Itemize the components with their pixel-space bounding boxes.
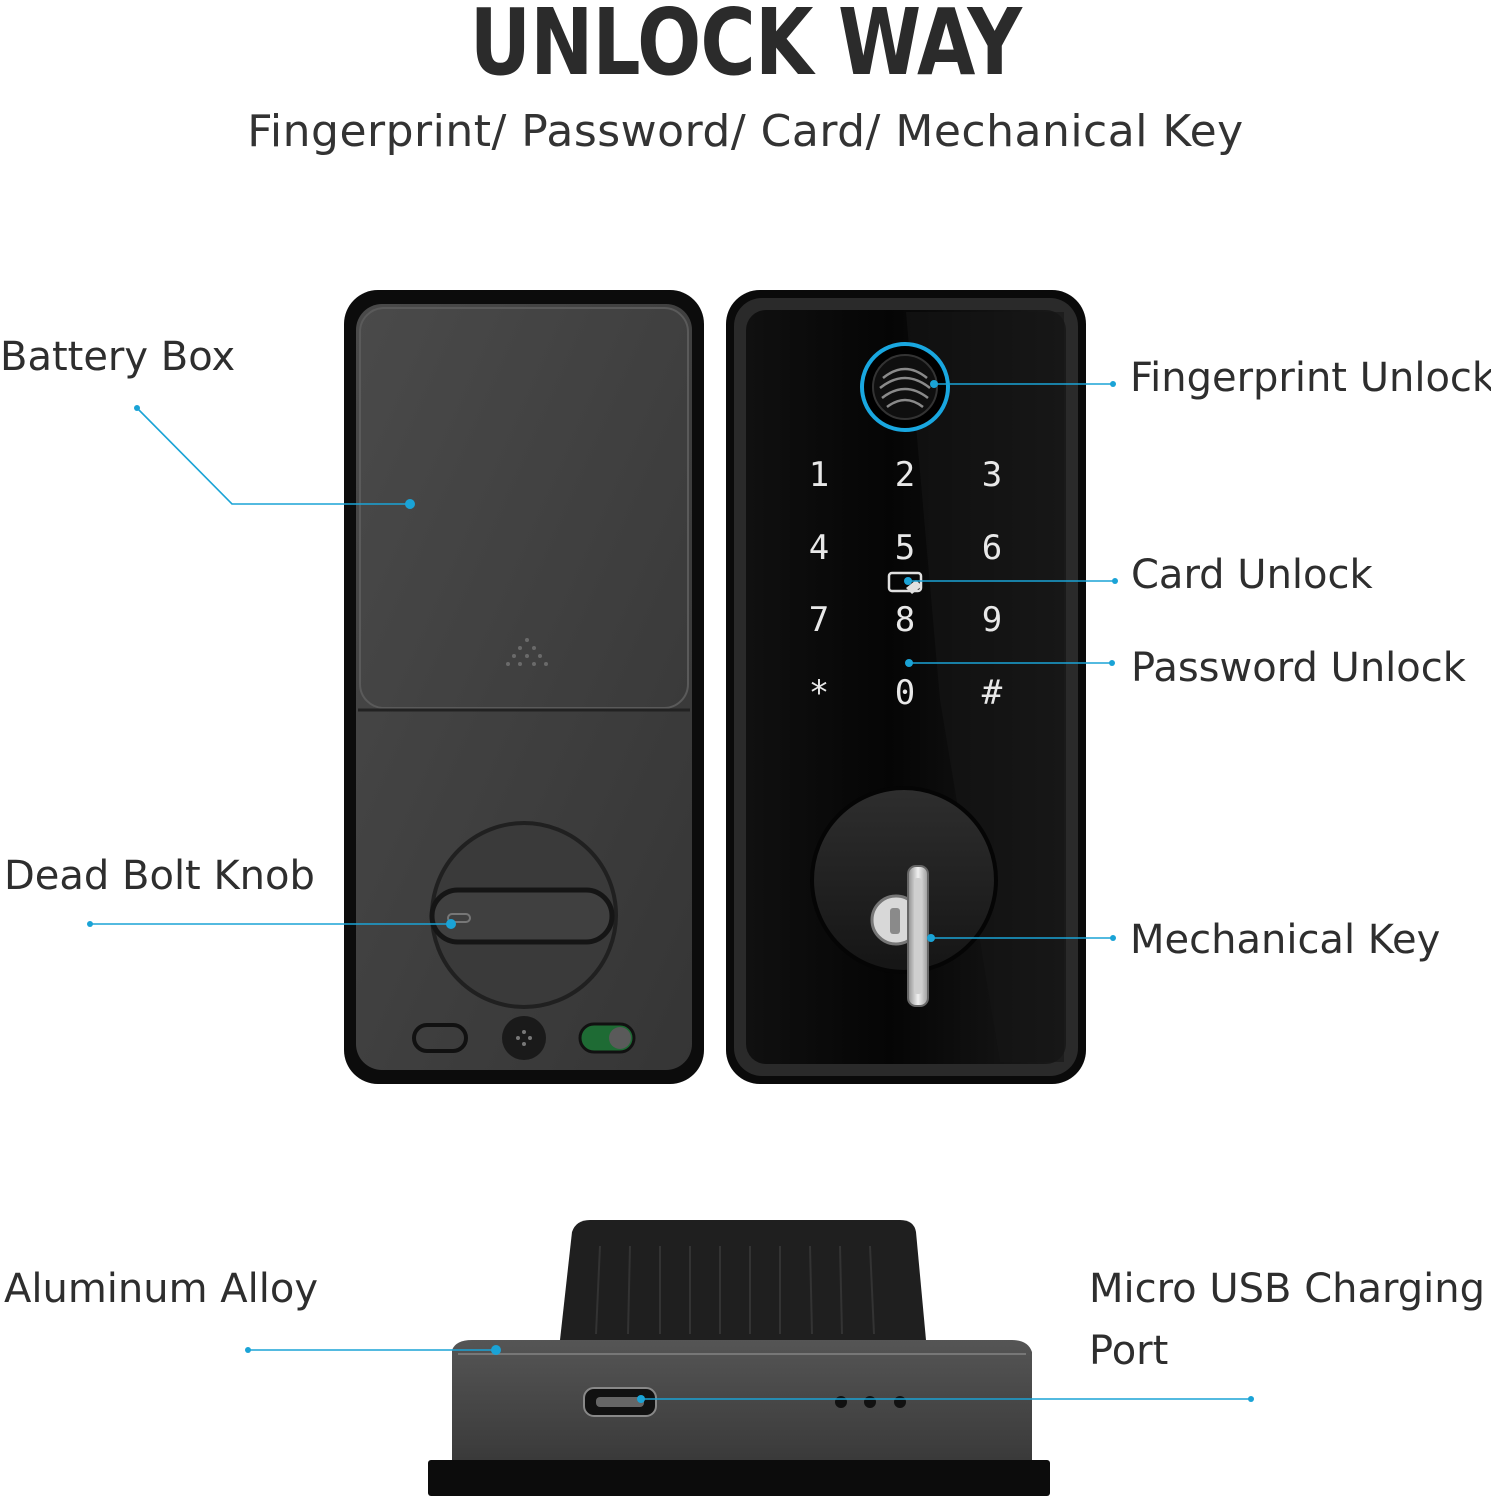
callout-dots (87, 380, 1254, 1403)
key-1: 1 (809, 455, 829, 495)
keypad-digits: 1 2 3 4 5 6 7 8 9 * 0 # (809, 455, 1003, 713)
key-star: * (809, 673, 829, 713)
label-micro-usb-line1: Micro USB Charging (1089, 1266, 1485, 1312)
label-card-unlock: Card Unlock (1131, 552, 1373, 598)
mechanical-key (907, 865, 929, 1007)
callout-lines (90, 383, 1251, 1400)
key-cylinder (810, 786, 998, 974)
label-battery-box: Battery Box (0, 334, 236, 380)
card-reader-icon (887, 571, 923, 594)
key-6: 6 (982, 528, 1002, 568)
label-fingerprint-unlock: Fingerprint Unlock (1130, 355, 1491, 401)
power-switch-thumb (609, 1027, 631, 1049)
label-aluminum-alloy: Aluminum Alloy (4, 1266, 319, 1312)
glass-reflection (906, 312, 1064, 1062)
key-hash: # (982, 673, 1003, 713)
knob-indicator (447, 913, 471, 923)
vent-dots (506, 638, 548, 666)
exterior-unit (726, 290, 1086, 1084)
knob-ridges (595, 1245, 875, 1335)
label-mechanical-key: Mechanical Key (1130, 917, 1441, 963)
key-4: 4 (809, 528, 829, 568)
side-knob (560, 1220, 926, 1340)
key-3: 3 (982, 455, 1002, 495)
label-micro-usb-line2: Port (1089, 1328, 1169, 1374)
speaker-holes (516, 1030, 532, 1046)
side-view-unit (428, 1220, 1050, 1496)
key-9: 9 (982, 600, 1002, 640)
callout-line-battery-box (136, 407, 410, 505)
label-dead-bolt-knob: Dead Bolt Knob (4, 853, 315, 899)
key-5: 5 (895, 528, 915, 568)
fingerprint-icon (860, 342, 950, 432)
key-7: 7 (809, 600, 829, 640)
key-8: 8 (895, 600, 915, 640)
key-2: 2 (895, 455, 915, 495)
key-0: 0 (895, 673, 915, 713)
speaker-grille (502, 1016, 546, 1060)
interior-unit (344, 290, 704, 1084)
aluminum-alloy-housing (452, 1340, 1032, 1460)
label-password-unlock: Password Unlock (1131, 645, 1466, 691)
page-title: UNLOCK WAY (469, 0, 1022, 96)
reset-button (412, 1023, 468, 1053)
micro-usb-port-icon (583, 1387, 657, 1417)
mounting-base (428, 1460, 1050, 1496)
page-subtitle: Fingerprint/ Password/ Card/ Mechanical … (247, 106, 1244, 157)
dead-bolt-knob (429, 887, 615, 945)
battery-box (359, 307, 689, 709)
